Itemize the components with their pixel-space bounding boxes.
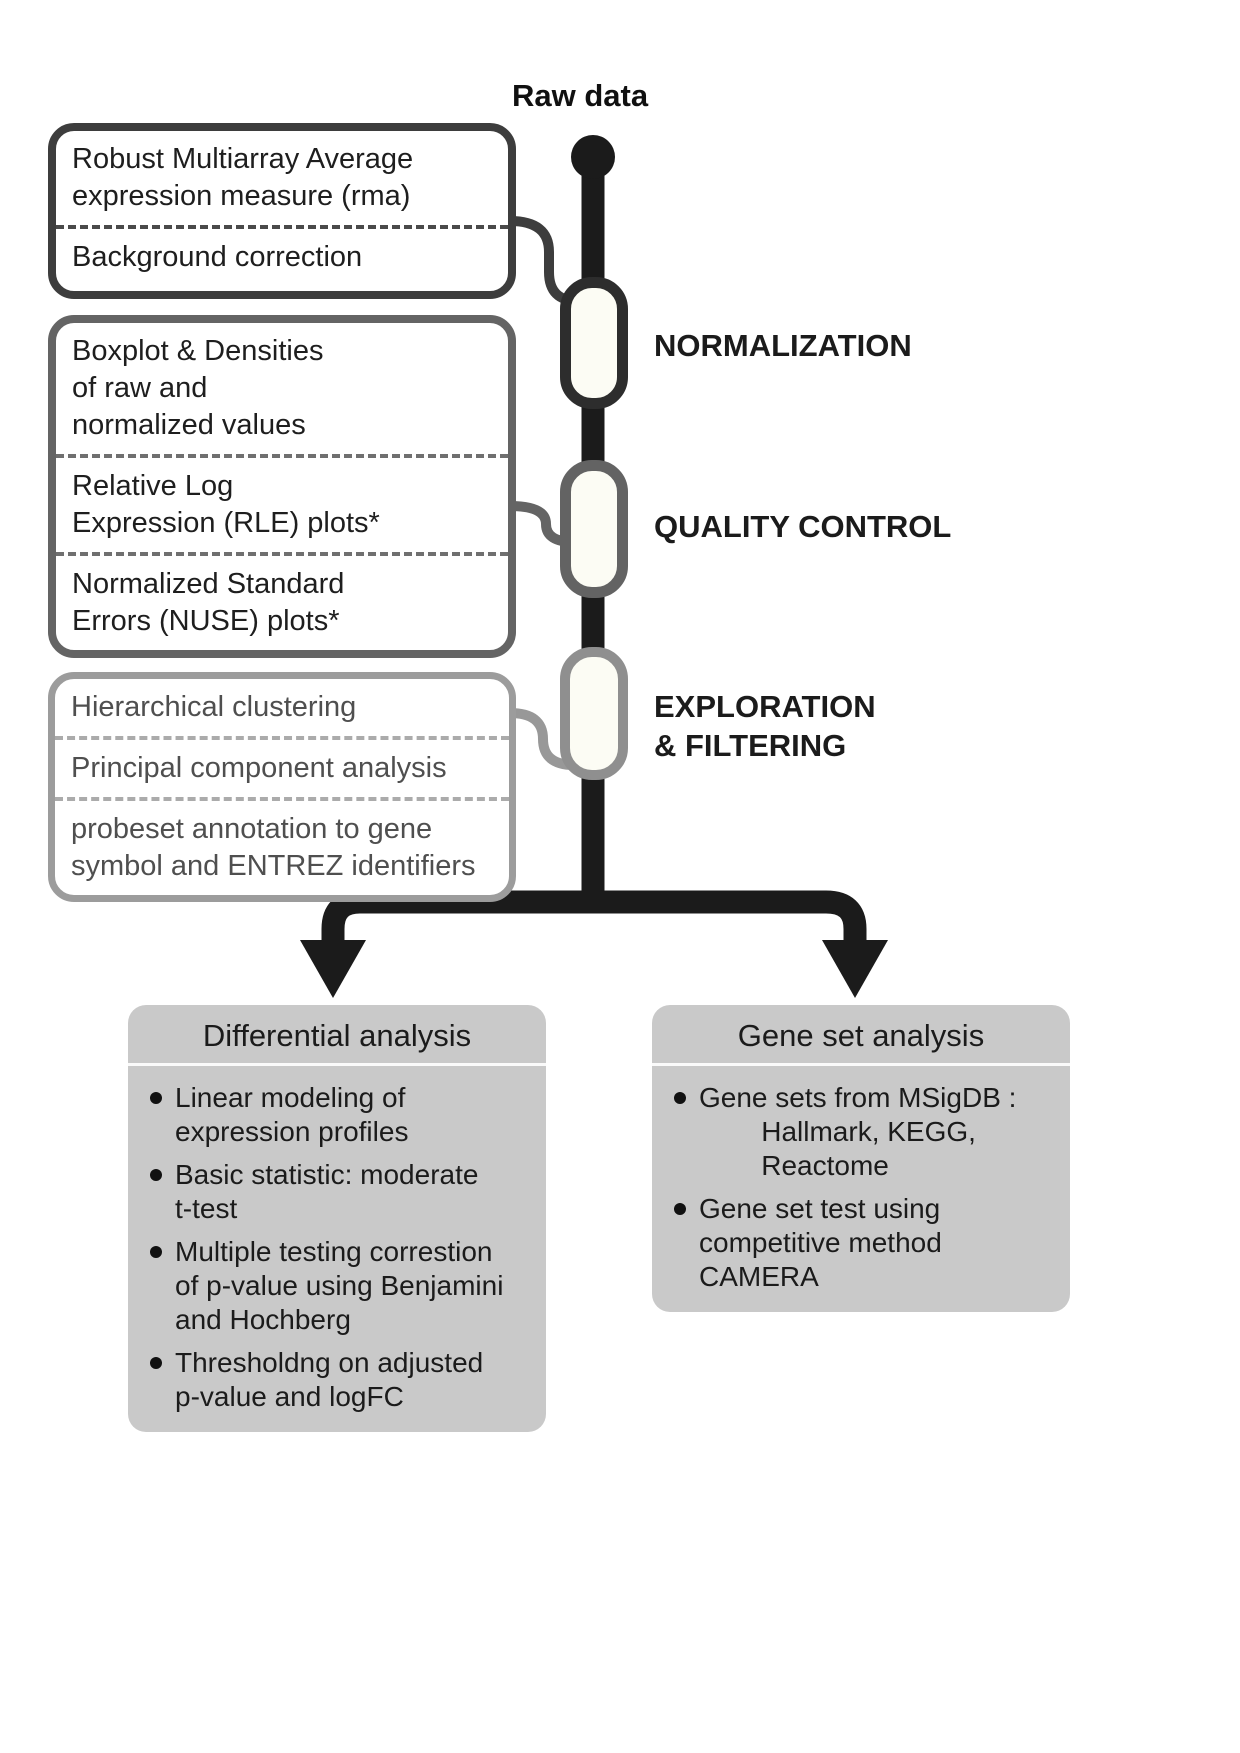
bullet-icon	[674, 1092, 686, 1104]
bullet-text: Multiple testing correstion of p-value u…	[175, 1236, 504, 1335]
bullet-text: Gene sets from MSigDB : Hallmark, KEGG, …	[699, 1082, 1017, 1181]
list-item: Linear modeling of expression profiles	[150, 1081, 530, 1149]
bullet-text: Linear modeling of expression profiles	[175, 1082, 409, 1147]
differential-analysis-list: Linear modeling of expression profiles B…	[128, 1066, 546, 1432]
normalization-methods-box: Robust Multiarray Average expression mea…	[48, 123, 516, 299]
bullet-text: Basic statistic: moderate t-test	[175, 1159, 479, 1224]
differential-analysis-title: Differential analysis	[128, 1005, 546, 1066]
bullet-icon	[150, 1246, 162, 1258]
differential-analysis-box: Differential analysis Linear modeling of…	[128, 1005, 546, 1432]
arrowhead-down-right-icon	[822, 940, 888, 998]
list-item: Multiple testing correstion of p-value u…	[150, 1235, 530, 1337]
method-item-nuse-plots: Normalized Standard Errors (NUSE) plots*	[56, 552, 508, 650]
branch-connector	[321, 890, 867, 952]
bullet-icon	[674, 1203, 686, 1215]
exploration-methods-box: Hierarchical clustering Principal compon…	[48, 672, 516, 902]
raw-data-node-dot	[571, 135, 615, 179]
connector-exploration	[509, 708, 575, 770]
quality-control-methods-box: Boxplot & Densities of raw and normalize…	[48, 315, 516, 658]
arrowhead-down-left-icon	[300, 940, 366, 998]
list-item: Basic statistic: moderate t-test	[150, 1158, 530, 1226]
method-item-hierarchical-clustering: Hierarchical clustering	[71, 691, 357, 723]
method-item-pca: Principal component analysis	[55, 736, 509, 797]
bullet-icon	[150, 1169, 162, 1181]
method-item-rma: Robust Multiarray Average expression mea…	[72, 143, 414, 212]
normalization-node	[560, 277, 628, 409]
bullet-icon	[150, 1357, 162, 1369]
stage-label-normalization: NORMALIZATION	[654, 328, 912, 363]
method-item-boxplot-densities: Boxplot & Densities of raw and normalize…	[72, 335, 324, 441]
list-item: Gene set test using competitive method C…	[674, 1192, 1054, 1294]
raw-data-label: Raw data	[512, 78, 649, 113]
stage-label-quality-control: QUALITY CONTROL	[654, 509, 952, 544]
method-item-background-correction: Background correction	[56, 225, 508, 286]
stage-label-exploration-filtering: EXPLORATION & FILTERING	[654, 689, 876, 763]
bullet-text: Thresholdng on adjusted p-value and logF…	[175, 1347, 484, 1412]
quality-control-node	[560, 460, 628, 598]
list-item: Gene sets from MSigDB : Hallmark, KEGG, …	[674, 1081, 1054, 1183]
bullet-icon	[150, 1092, 162, 1104]
bullet-text: Gene set test using competitive method C…	[699, 1193, 942, 1292]
method-item-probeset-annotation: probeset annotation to gene symbol and E…	[55, 797, 509, 895]
gene-set-analysis-title: Gene set analysis	[652, 1005, 1070, 1066]
gene-set-analysis-box: Gene set analysis Gene sets from MSigDB …	[652, 1005, 1070, 1312]
list-item: Thresholdng on adjusted p-value and logF…	[150, 1346, 530, 1414]
gene-set-analysis-list: Gene sets from MSigDB : Hallmark, KEGG, …	[652, 1066, 1070, 1312]
method-item-rle-plots: Relative Log Expression (RLE) plots*	[56, 454, 508, 552]
exploration-node	[560, 647, 628, 780]
